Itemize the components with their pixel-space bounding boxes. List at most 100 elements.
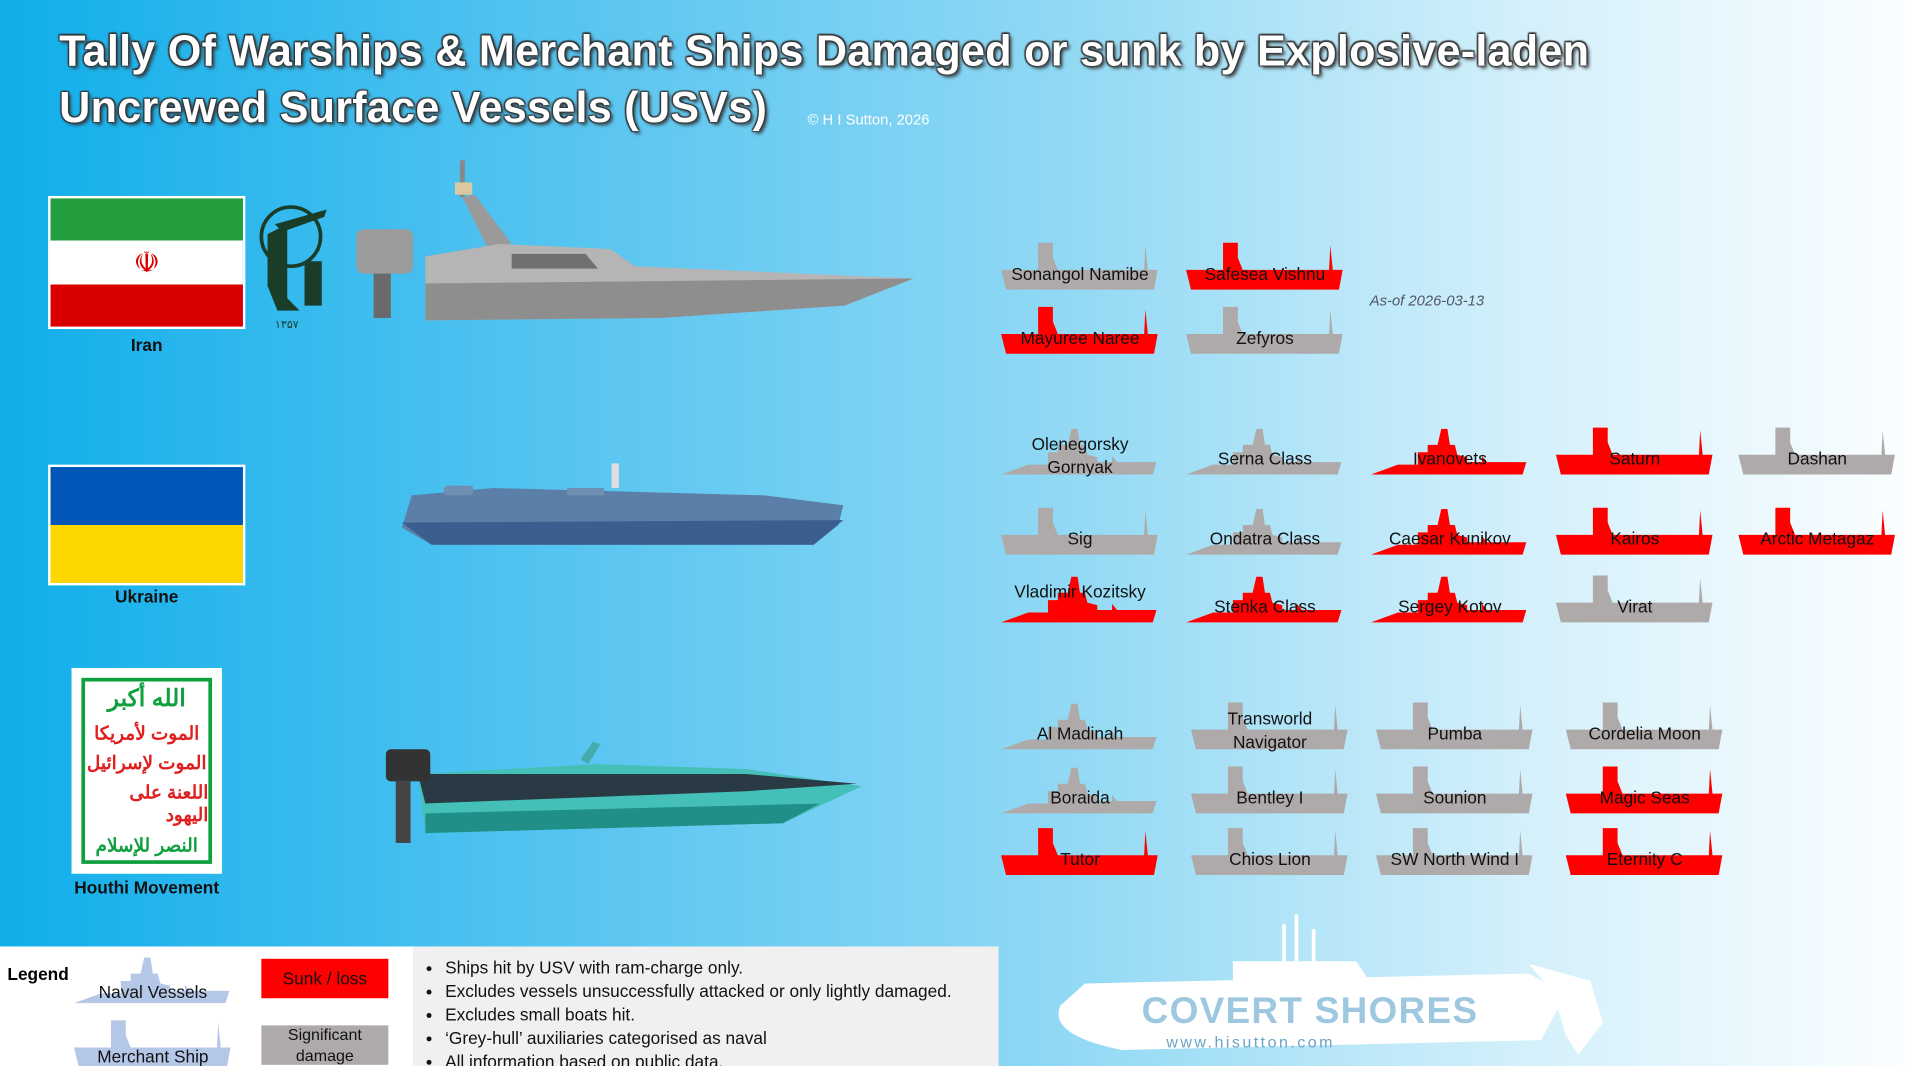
ship-name: Sonangol Namibe	[1011, 263, 1149, 284]
iran-usv-boat	[356, 160, 914, 321]
country-label-houthi: Houthi Movement	[74, 877, 220, 898]
ship-name: Boraida	[1050, 787, 1110, 808]
ship-naval-sunk: Ivanovets	[1370, 425, 1529, 477]
ukraine-flag	[50, 467, 243, 583]
ship-name: SW North Wind I	[1390, 849, 1520, 869]
naval-ship-icon	[1186, 428, 1342, 475]
ship-name: Tutor	[1060, 849, 1100, 869]
ship-merchant-sunk: Tutor	[1001, 826, 1159, 878]
houthi-flag: الله أكبر الموت لأمريكا الموت لإسرائيل ا…	[73, 670, 220, 872]
ship-merchant-damaged: Dashan	[1738, 425, 1896, 477]
ship-silhouette	[1186, 242, 1343, 290]
iran-emblem-icon: ☫	[133, 246, 160, 280]
merchant-ship-icon	[1001, 242, 1158, 290]
legend-naval: Naval Vessels	[73, 954, 232, 1006]
legend-damaged: Significant damage	[261, 1025, 389, 1065]
legend: Legend Naval Vessels Merchant Ship Sunk …	[0, 946, 414, 1066]
ship-silhouette	[1738, 507, 1895, 555]
ship-name: Al Madinah	[1036, 723, 1124, 744]
legend-sunk: Sunk / loss	[261, 958, 389, 999]
ship-name: Arctic Metagaz	[1760, 528, 1875, 549]
ship-silhouette	[1370, 428, 1527, 475]
ship-name: Mayuree Naree	[1020, 327, 1140, 348]
ship-naval-damaged: Serna Class	[1186, 425, 1344, 477]
ship-silhouette	[1001, 703, 1157, 750]
ship-name: Sergey Kotov	[1398, 596, 1502, 617]
merchant-ship-icon	[1565, 702, 1723, 750]
country-label-iran: Iran	[130, 335, 163, 355]
ship-naval-damaged: Al Madinah	[1001, 700, 1159, 752]
ship-silhouette	[1375, 828, 1533, 876]
ship-merchant-damaged: Zefyros	[1186, 304, 1344, 356]
ship-name: Olenegorsky Gornyak	[1031, 433, 1129, 477]
merchant-ship-icon	[1375, 702, 1533, 750]
ship-name: Dashan	[1787, 448, 1848, 469]
ship-silhouette	[1001, 242, 1158, 290]
ship-merchant-damaged: Pumba	[1375, 700, 1534, 752]
ship-naval-sunk: Vladimir Kozitsky	[1001, 573, 1159, 625]
note: Excludes small boats hit.	[445, 1003, 999, 1026]
merchant-ship-icon	[1375, 828, 1533, 876]
logo-url[interactable]: www.hisutton.com	[1166, 1032, 1335, 1052]
ship-name: Kairos	[1610, 528, 1660, 549]
ship-name: Transworld Navigator	[1227, 708, 1313, 752]
naval-ship-icon	[1370, 508, 1527, 555]
merchant-ship-icon	[1565, 766, 1723, 814]
ship-naval-sunk: Sergey Kotov	[1370, 573, 1529, 625]
ship-merchant-sunk: Magic Seas	[1565, 764, 1724, 816]
ship-silhouette	[1555, 507, 1713, 555]
merchant-ship-icon	[1555, 507, 1713, 555]
ship-silhouette	[1565, 828, 1723, 876]
ship-merchant-sunk: Mayuree Naree	[1001, 304, 1159, 356]
ship-silhouette	[1186, 428, 1342, 475]
svg-text:۱۳۵۷: ۱۳۵۷	[275, 319, 299, 331]
legend-notes: Ships hit by USV with ram-charge only. E…	[413, 946, 999, 1066]
ship-naval-sunk: Stenka Class	[1186, 573, 1344, 625]
ship-name: Virat	[1617, 596, 1653, 617]
ship-naval-damaged: Olenegorsky Gornyak	[1001, 425, 1159, 477]
title-line-2: Uncrewed Surface Vessels (USVs)	[59, 83, 768, 132]
ship-merchant-sunk: Eternity C	[1565, 826, 1724, 878]
copyright: © H I Sutton, 2026	[807, 110, 930, 129]
legend-merchant-label: Merchant Ship	[97, 1046, 209, 1066]
ship-name: Sig	[1067, 528, 1093, 549]
ship-merchant-damaged: Chios Lion	[1190, 826, 1349, 878]
merchant-ship-icon	[1186, 242, 1343, 290]
ship-silhouette	[1370, 508, 1527, 555]
ship-naval-sunk: Caesar Kunikov	[1370, 505, 1529, 557]
flag-text: الموت لأمريكا	[94, 722, 200, 744]
ship-name: Chios Lion	[1229, 849, 1311, 869]
ship-silhouette	[1565, 766, 1723, 814]
ship-silhouette	[1186, 306, 1343, 354]
merchant-ship-icon	[73, 1020, 231, 1066]
flag-text: الموت لإسرائيل	[86, 752, 207, 774]
ship-merchant-damaged: Sig	[1001, 505, 1159, 557]
ship-silhouette	[1375, 766, 1533, 814]
merchant-ship-icon	[1190, 766, 1348, 814]
ship-name: Cordelia Moon	[1588, 723, 1701, 744]
ship-naval-damaged: Ondatra Class	[1186, 505, 1344, 557]
ship-name: Sounion	[1423, 787, 1487, 808]
ship-silhouette	[1555, 427, 1713, 475]
ship-name: Pumba	[1427, 723, 1483, 744]
ship-merchant-damaged: Cordelia Moon	[1565, 700, 1724, 752]
ship-silhouette	[1001, 576, 1157, 623]
merchant-ship-icon	[1565, 828, 1723, 876]
ship-merchant-sunk: Arctic Metagaz	[1738, 505, 1896, 557]
ship-silhouette	[1001, 767, 1157, 814]
logo-name: COVERT SHORES	[1141, 990, 1479, 1032]
title-line-1: Tally Of Warships & Merchant Ships Damag…	[59, 27, 1590, 76]
flag-text: النصر للإسلام	[95, 835, 198, 857]
naval-ship-icon	[1186, 508, 1342, 555]
ship-merchant-sunk: Safesea Vishnu	[1186, 240, 1344, 292]
ship-silhouette	[1186, 576, 1342, 623]
ship-merchant-sunk: Saturn	[1555, 425, 1714, 477]
note: ‘Grey-hull’ auxiliaries categorised as n…	[445, 1027, 999, 1050]
ship-name: Safesea Vishnu	[1204, 263, 1326, 284]
ship-silhouette	[1190, 702, 1348, 750]
note: Excludes vessels unsuccessfully attacked…	[445, 980, 999, 1003]
ship-name: Bentley I	[1236, 787, 1304, 808]
irgc-emblem-icon: ۱۳۵۷	[259, 205, 327, 331]
ship-name: Vladimir Kozitsky	[1014, 581, 1146, 602]
